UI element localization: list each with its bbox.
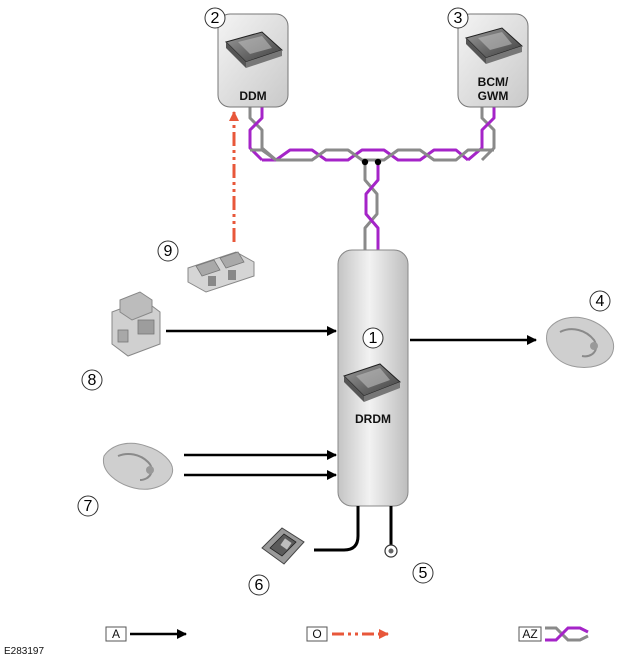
callout-circle — [77, 495, 99, 517]
callout-circle — [412, 562, 434, 584]
legend-can: AZ — [518, 626, 589, 642]
callout-circle — [248, 574, 270, 596]
can-bus-gray — [250, 148, 494, 162]
component-9-number: 9 — [164, 243, 173, 260]
component-4-number: 4 — [596, 293, 605, 310]
component-7-latch: 7 — [77, 442, 174, 517]
legend-az-label: AZ — [522, 627, 537, 641]
can-network-wiring — [248, 107, 496, 250]
figure-reference: E283197 — [4, 646, 44, 657]
can-riser-gray — [363, 162, 379, 250]
callout-circle — [447, 7, 469, 29]
can-riser-purple — [364, 162, 380, 250]
can-junction-dot — [374, 158, 382, 166]
can-wire-purple — [248, 107, 264, 162]
callout-circle — [204, 7, 226, 29]
bcm-label-line1: BCM/ — [478, 75, 509, 89]
module-chip-icon — [465, 27, 523, 64]
component-6-fuse: 6 — [248, 527, 305, 596]
ddm-module: 2 DDM — [204, 7, 289, 108]
legend-a-label: A — [112, 627, 120, 641]
legend-can-icon — [545, 626, 589, 642]
legend: A O AZ — [105, 626, 589, 642]
ddm-label: DDM — [239, 89, 266, 103]
drdm-callout-number: 1 — [369, 330, 378, 347]
can-junction-dot — [361, 158, 369, 166]
legend-rf: O — [306, 626, 389, 642]
component-9-receiver: 9 — [157, 240, 255, 293]
component-6-number: 6 — [255, 577, 264, 594]
bcm-label-line2: GWM — [478, 89, 509, 103]
module-chip-icon — [225, 31, 283, 68]
component-5-number: 5 — [419, 565, 428, 582]
callout-circle — [589, 290, 611, 312]
component-8-number: 8 — [88, 372, 97, 389]
bcm-callout-number: 3 — [454, 10, 463, 27]
can-bus-purple — [262, 148, 469, 162]
drdm-label: DRDM — [355, 412, 391, 426]
callout-circle — [81, 369, 103, 391]
power-feed-wire — [314, 506, 360, 552]
legend-o-label: O — [312, 627, 321, 641]
can-wire-purple — [467, 107, 496, 162]
callout-circle — [157, 240, 179, 262]
can-wire-gray — [480, 107, 496, 162]
legend-hardwired: A — [105, 626, 187, 642]
component-4-latch: 4 — [546, 290, 614, 368]
bcm-gwm-module: 3 BCM/ GWM — [447, 7, 529, 108]
component-5-ground: 5 — [384, 544, 434, 584]
component-8-switch: 8 — [81, 291, 161, 391]
component-7-number: 7 — [84, 498, 93, 515]
ddm-callout-number: 2 — [211, 10, 220, 27]
callout-circle — [362, 327, 384, 349]
drdm-module: 1 DRDM — [337, 249, 409, 507]
module-chip-icon — [343, 363, 401, 402]
